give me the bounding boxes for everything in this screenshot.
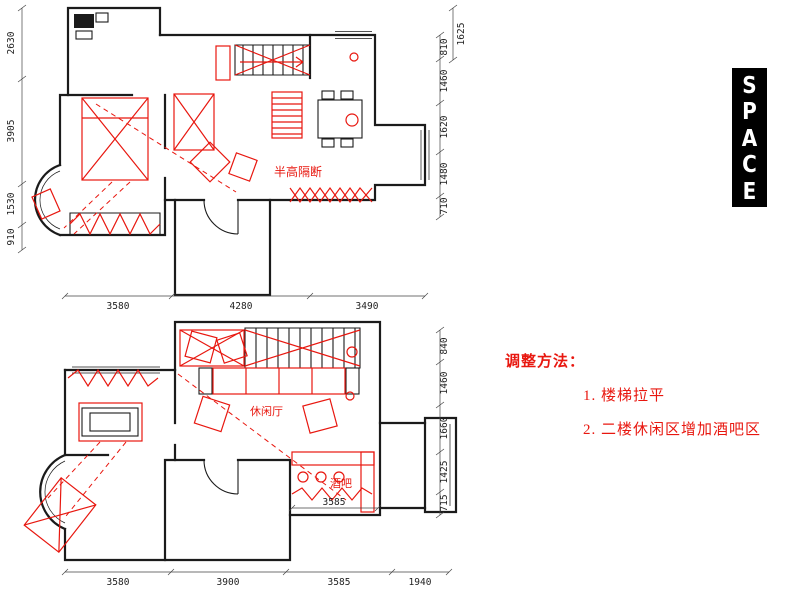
- door-swing-arc: [203, 199, 239, 235]
- bay-window-arc: [33, 163, 62, 237]
- lounge-chair: [193, 395, 231, 433]
- sofa-sketch: [212, 367, 346, 395]
- tv-red-outline: [78, 402, 143, 442]
- bar-counter: [291, 451, 375, 513]
- upper-floor-plan: 半高隔断 2630 3905 1530 910 1625 810 1460 16…: [6, 4, 467, 312]
- dim-upper-left-1: 3905: [6, 120, 17, 143]
- dim-lower-right-0: 840: [439, 337, 450, 354]
- lower-plan-walls: [39, 320, 458, 562]
- logo-letter: E: [742, 176, 757, 205]
- lower-plan-dimensions: 3585 840 1460 1660 1425 715 3580 3900 35…: [61, 326, 453, 588]
- tv-cabinet: [81, 407, 139, 437]
- stairs-red-hatch: [179, 329, 361, 367]
- rail-x-strip: [289, 186, 373, 204]
- upper-plan-red-annotations: 半高隔断: [31, 44, 373, 236]
- lounge-chair: [302, 398, 338, 434]
- bay-window-arc-lower: [39, 453, 67, 531]
- dim-upper-right-4: 710: [439, 197, 450, 214]
- dim-lower-right-1: 1460: [439, 371, 450, 394]
- dim-lower-bottom-2: 3585: [328, 577, 351, 588]
- bed-sketch-lower: [23, 476, 97, 554]
- computer-desk-icon: [74, 12, 109, 40]
- dim-lower-right-2: 1660: [439, 416, 450, 439]
- door-swing-arc-lower: [203, 459, 239, 495]
- dim-upper-bottom-1: 4280: [230, 301, 253, 312]
- dim-lower-inner: 3585: [323, 497, 346, 508]
- dim-upper-right-0: 810: [439, 38, 450, 55]
- notes-item-1: 1. 楼梯拉平: [583, 388, 666, 404]
- dim-upper-right-2: 1620: [439, 115, 450, 138]
- space-logo: S P A C E: [732, 68, 767, 207]
- cabinet-zigzag: [67, 368, 159, 388]
- dim-lower-bottom-3: 1940: [409, 577, 432, 588]
- dim-lower-right-3: 1425: [439, 461, 450, 484]
- right-bay: [423, 416, 458, 514]
- lower-plan-red-annotations: 休闲厅 酒吧: [23, 329, 375, 554]
- dim-upper-left-0: 2630: [6, 31, 17, 54]
- sight-line: [95, 103, 237, 193]
- logo-letter: A: [741, 123, 758, 152]
- dim-upper-left-3: 910: [6, 228, 17, 245]
- logo-letter: P: [742, 97, 757, 125]
- adjustment-notes: 调整方法： 1. 楼梯拉平 2. 二楼休闲区增加酒吧区: [505, 350, 800, 439]
- dim-upper-bottom-2: 3490: [356, 301, 379, 312]
- logo-letter: S: [742, 70, 757, 99]
- rail-zigzag-lower: [291, 487, 373, 501]
- notes-item-2: 2. 二楼休闲区增加酒吧区: [583, 422, 762, 438]
- bed-sketch: [81, 97, 149, 181]
- center-table-sketch: [173, 93, 215, 151]
- lounge-label: 休闲厅: [250, 404, 283, 418]
- upper-plan-dimensions: 2630 3905 1530 910 1625 810 1460 1620 14…: [6, 4, 467, 312]
- partition-label: 半高隔断: [274, 164, 322, 179]
- sight-line-lower: [177, 373, 347, 501]
- dim-upper-right-3: 1480: [439, 162, 450, 185]
- logo-letter: C: [742, 150, 757, 178]
- dim-lower-bottom-1: 3900: [217, 577, 240, 588]
- bay-chair: [31, 188, 61, 220]
- stairs-red-markup: [215, 44, 311, 81]
- dining-table: [317, 90, 363, 148]
- staircase-lower: [244, 327, 361, 369]
- notes-title: 调整方法：: [505, 354, 586, 370]
- wardrobe-zigzag: [69, 212, 161, 236]
- dim-lower-right-4: 715: [439, 494, 450, 511]
- bar-label: 酒吧: [330, 477, 352, 490]
- shelf-hatch: [271, 91, 303, 139]
- wardrobe: [69, 212, 161, 236]
- lower-floor-plan: 休闲厅 酒吧 3585 840 1460 1660 1425 715 3580 …: [23, 320, 458, 588]
- dim-upper-right-outer-0: 1625: [456, 23, 467, 46]
- upper-plan-walls: [33, 6, 430, 297]
- dim-upper-right-1: 1460: [439, 69, 450, 92]
- dim-upper-bottom-0: 3580: [107, 301, 130, 312]
- dim-upper-left-2: 1530: [6, 192, 17, 215]
- dim-lower-bottom-0: 3580: [107, 577, 130, 588]
